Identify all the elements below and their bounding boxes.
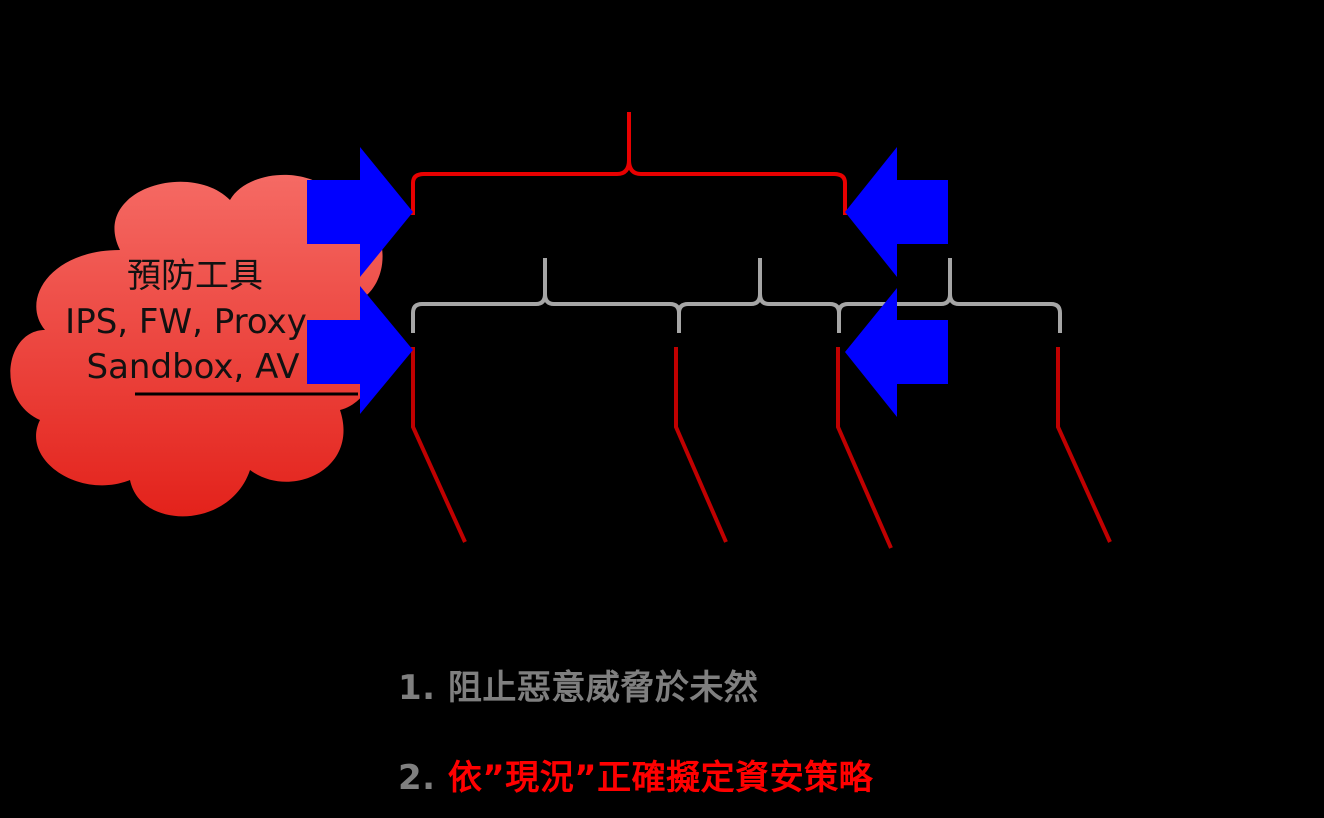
cloud-shape-icon — [10, 174, 383, 517]
cloud-label-line1: 預防工具 — [127, 256, 263, 296]
cloud-label-line2: IPS, FW, Proxy — [65, 302, 307, 342]
note-1-text: 阻止惡意威脅於未然 — [447, 668, 759, 708]
timeline-line-2 — [674, 347, 728, 543]
timeline-line-1 — [411, 347, 467, 543]
timeline-line-3 — [836, 347, 893, 549]
cloud-label-line3: Sandbox, AV — [87, 347, 300, 387]
timeline-line-4 — [1056, 347, 1112, 543]
red-bracket-curly-brace-icon — [411, 112, 847, 215]
note-2: 2. 依”現況”正確擬定資安策略 — [398, 750, 873, 799]
grey-bracket-2-curly-brace-icon — [677, 258, 841, 333]
arrow-right-icon-top — [307, 147, 413, 277]
grey-bracket-1-curly-brace-icon — [411, 258, 681, 333]
note-1-number: 1. — [398, 668, 436, 708]
arrow-left-icon-bottom — [845, 288, 948, 417]
timeline-lines — [411, 347, 1112, 549]
arrow-left-icon-top — [845, 147, 948, 277]
note-1: 1. 阻止惡意威脅於未然 — [398, 660, 758, 709]
note-2-number: 2. — [398, 758, 436, 798]
arrow-right-icon-bottom — [307, 286, 413, 414]
note-2-text: 依”現況”正確擬定資安策略 — [447, 758, 874, 798]
